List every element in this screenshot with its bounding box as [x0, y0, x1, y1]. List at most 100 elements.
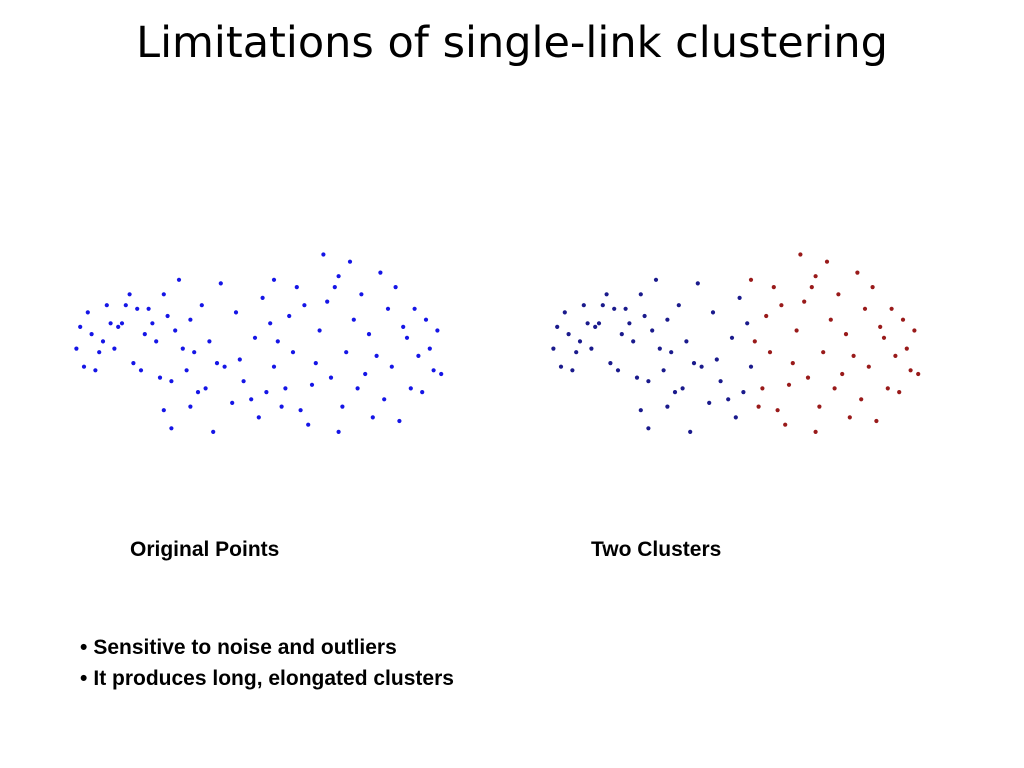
data-point	[397, 418, 402, 424]
data-point	[631, 339, 636, 344]
data-point	[264, 390, 269, 395]
data-point	[336, 274, 341, 279]
data-point	[192, 350, 197, 355]
data-point	[100, 339, 106, 344]
data-point	[207, 339, 212, 344]
data-point	[824, 259, 830, 264]
data-point	[593, 324, 598, 329]
data-point	[306, 422, 311, 427]
data-point	[214, 361, 220, 366]
data-point	[581, 303, 586, 308]
data-point	[275, 339, 280, 344]
data-point	[790, 361, 795, 366]
data-point	[385, 306, 391, 311]
data-point	[123, 303, 128, 308]
data-point	[439, 371, 444, 377]
data-point	[420, 390, 425, 395]
data-point	[661, 368, 666, 373]
data-point	[767, 350, 773, 355]
data-point	[798, 252, 803, 257]
data-point	[150, 321, 155, 326]
data-point	[336, 429, 341, 434]
data-point	[623, 306, 628, 311]
bullet-symbol: •	[80, 667, 88, 690]
data-point	[355, 386, 360, 391]
data-point	[745, 321, 750, 326]
bullet-text: Sensitive to noise and outliers	[93, 636, 397, 659]
data-point	[627, 321, 632, 326]
data-point	[646, 426, 651, 431]
data-point	[843, 332, 849, 337]
data-point	[904, 346, 909, 351]
data-point	[366, 332, 372, 337]
data-point	[283, 386, 288, 391]
data-point	[412, 306, 417, 311]
data-point	[169, 426, 174, 431]
data-point	[401, 324, 406, 329]
data-point	[855, 270, 860, 275]
data-point	[112, 346, 117, 351]
data-point	[138, 368, 144, 373]
data-point	[650, 328, 655, 333]
data-point	[294, 285, 299, 290]
data-point	[340, 404, 345, 409]
data-point	[161, 408, 166, 413]
data-point	[741, 390, 746, 395]
caption-two-clusters: Two Clusters	[591, 538, 722, 561]
data-point	[862, 306, 868, 311]
data-point	[684, 339, 689, 344]
data-point	[832, 386, 837, 391]
data-point	[634, 375, 640, 380]
data-point	[271, 277, 277, 282]
data-point	[813, 429, 818, 434]
data-point	[363, 371, 368, 377]
data-point	[260, 295, 265, 300]
data-point	[378, 270, 383, 275]
data-point	[562, 310, 567, 315]
data-point	[718, 379, 723, 384]
data-point	[551, 346, 556, 351]
data-point	[866, 364, 871, 369]
data-point	[222, 364, 227, 369]
data-point	[851, 353, 856, 358]
data-point	[332, 285, 337, 290]
data-point	[908, 368, 913, 373]
data-point	[302, 303, 307, 308]
data-point	[211, 429, 216, 434]
data-point	[233, 310, 239, 315]
data-point	[612, 306, 617, 311]
data-point	[608, 361, 613, 366]
data-point	[737, 295, 742, 300]
data-point	[710, 310, 716, 315]
data-point	[199, 303, 204, 308]
data-point	[290, 350, 296, 355]
data-point	[146, 306, 151, 311]
data-point	[802, 299, 807, 304]
data-point	[203, 386, 208, 391]
data-point	[195, 390, 201, 395]
data-point	[847, 415, 852, 420]
data-point	[104, 303, 109, 308]
data-point	[249, 397, 254, 402]
data-point	[771, 285, 776, 290]
data-point	[351, 317, 356, 322]
data-point	[638, 292, 643, 297]
data-point	[638, 408, 643, 413]
data-point	[78, 324, 83, 329]
data-point	[897, 390, 902, 395]
data-point	[912, 328, 917, 333]
data-point	[169, 379, 174, 384]
data-point	[794, 328, 799, 333]
data-point	[370, 415, 375, 420]
data-point	[574, 350, 579, 355]
data-point	[131, 361, 136, 366]
data-point	[435, 328, 440, 333]
data-point	[828, 317, 833, 322]
data-point	[805, 375, 811, 380]
data-point	[889, 306, 894, 311]
data-point	[142, 332, 147, 337]
data-point	[760, 386, 765, 391]
data-point	[840, 371, 845, 377]
data-point	[748, 277, 754, 282]
data-point	[821, 350, 826, 355]
